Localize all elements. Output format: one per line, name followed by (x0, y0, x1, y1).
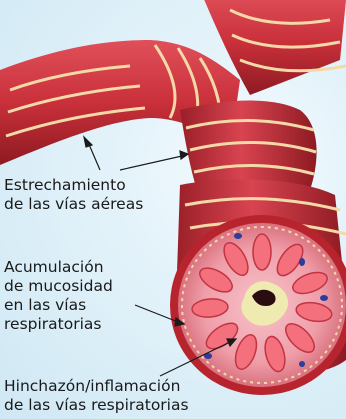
airway-cross-section (170, 215, 346, 395)
label-mucus-buildup: Acumulación de mucosidad en las vías res… (4, 258, 113, 334)
label-swelling: Hinchazón/inflamación de las vías respir… (4, 377, 189, 415)
label-airway-narrowing: Estrechamiento de las vías aéreas (4, 176, 143, 214)
